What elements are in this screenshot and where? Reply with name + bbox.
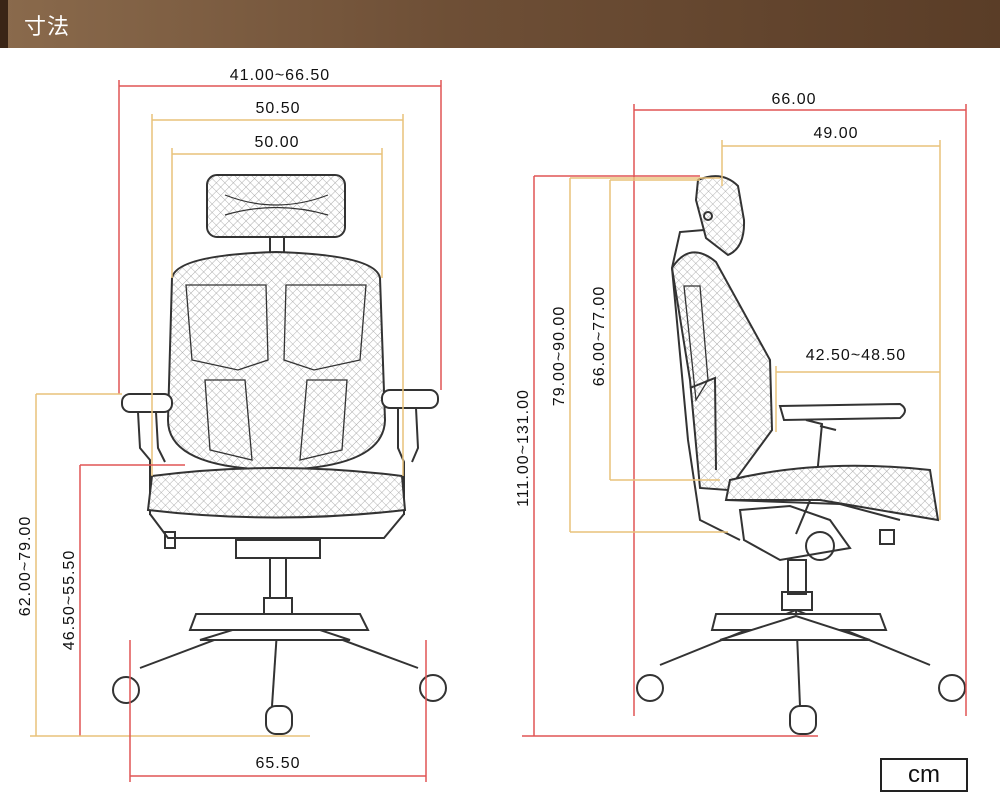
- front-chair-drawing: [112, 174, 447, 735]
- side-dimension-lines: [522, 104, 967, 737]
- dim-overall-width-label: 41.00~66.50: [230, 67, 330, 84]
- unit-label: cm: [880, 758, 968, 792]
- dim-backrest-width-label: 50.00: [254, 134, 299, 151]
- dim-base-width-label: 65.50: [255, 755, 300, 772]
- dim-headrest-width-label: 50.50: [255, 100, 300, 117]
- dim-overall-height-label: 111.00~131.00: [515, 389, 532, 507]
- header-accent-bar: [0, 0, 8, 48]
- front-dimension-lines: [30, 80, 442, 782]
- dim-overall-depth-label: 66.00: [771, 91, 816, 108]
- dim-seat-height-label: 46.50~55.50: [61, 550, 78, 650]
- dim-depth-49-label: 49.00: [813, 125, 858, 142]
- dim-back-height-no-headrest-label: 66.00~77.00: [591, 286, 608, 386]
- dim-seat-depth-label: 42.50~48.50: [806, 347, 906, 364]
- side-chair-drawing: [636, 175, 966, 735]
- section-title: 寸法: [24, 15, 71, 40]
- dim-armrest-height-label: 62.00~79.00: [17, 516, 34, 616]
- dim-back-height-label: 79.00~90.00: [551, 306, 568, 406]
- section-header: 寸法: [0, 0, 1000, 48]
